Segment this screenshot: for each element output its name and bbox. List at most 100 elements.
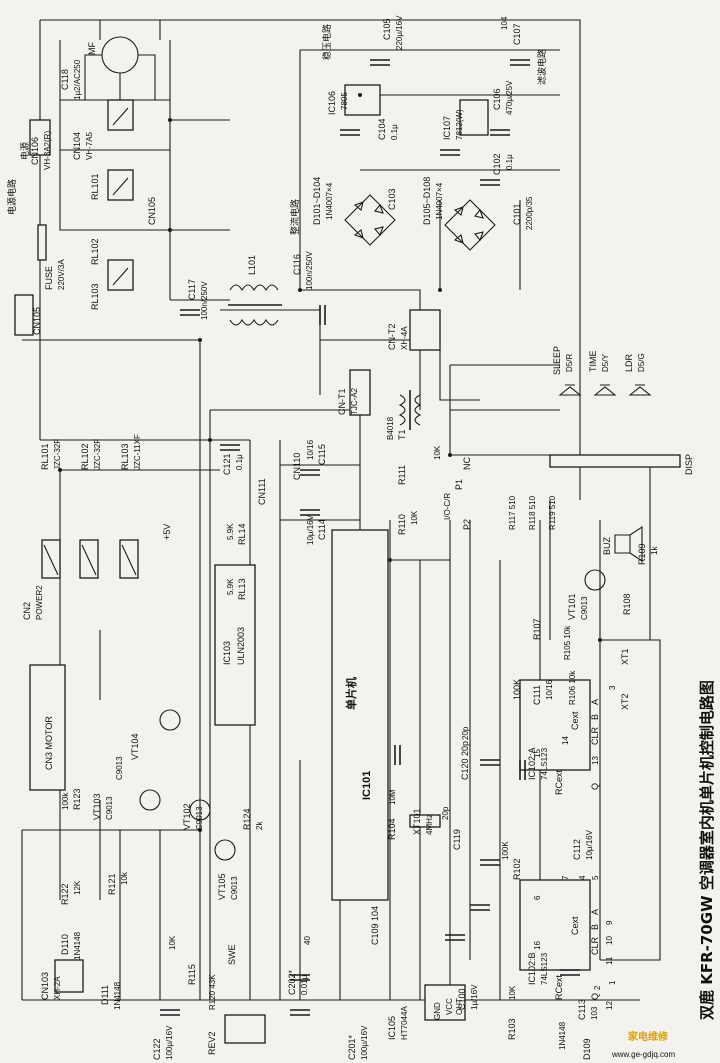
l101-label: L101 [247,255,257,275]
vt102-label: VT102 [182,803,192,830]
cn106-part: VH-3A2(R) [43,131,52,170]
ic102a-q: Q [590,783,600,790]
xt101-label: XT101 [412,808,422,835]
ic102b-part: 74LS123 [540,952,549,985]
r13-label: RL13 [237,578,247,600]
ic102a-cext: Cext [570,711,580,730]
r104-label: R104 [387,818,397,840]
c113-value: 103 [590,1006,599,1020]
c107-value: 104 [500,16,509,30]
cn104-label: CN104 [72,132,82,160]
cn105-label-a: CN105 [147,197,157,225]
relay-contacts [14,99,134,336]
ic102a-a: A [590,699,600,705]
c119-value: 20p [441,806,450,820]
r117-label: R117 510 [508,495,517,530]
fuse-value: 220V/3A [57,259,66,290]
r110-value: 10K [410,510,419,525]
ic102b-pin9: 9 [605,920,614,925]
ic105-out: OUT [455,998,464,1015]
rl101s-value: JZC-32F [53,439,62,470]
ic101-mcu [331,529,389,901]
cn105-label-b: CN105 [32,307,42,335]
ic102a-clr: CLR [590,726,600,745]
c201-value: 100μ/16V [360,1025,369,1060]
section-power: 电源 [19,142,30,160]
r115-label: R115 [187,964,197,985]
inductor-l101 [228,284,282,326]
vt101-label: VT101 [567,593,577,620]
c105-value: 220μ/16V [395,15,404,50]
r123-value: 100k [61,792,70,810]
c114-label: C114 [317,519,327,540]
r102-value: 100K [501,841,510,860]
ic105-vcc: VCC [445,998,454,1015]
t1-label: T1 [397,429,407,440]
c109-label: C109 104 [370,906,380,945]
page-title: 双鹿 KFR-70GW 空调器室内机单片机控制电路图 [698,680,716,1020]
ic103-uln2003 [214,564,256,726]
ldr-value: D5/G [637,353,646,372]
relay-coils [41,539,139,579]
sleep-value: D5/R [565,354,574,372]
ic102a-part: 74LS123 [540,747,549,780]
ic102b-b: B [590,924,600,930]
ic102b-pin4: 4 [578,875,587,880]
ic101-label: IC101 [361,771,373,800]
c115-label: C115 [317,444,327,465]
xt1-label: XT1 [620,648,630,665]
r100-label: 100K [512,679,522,700]
disp-label: DISP [684,454,694,475]
c100-value: 1μ/16V [470,984,479,1010]
vcc5-label: +5V [162,524,172,540]
ic102a-rcext: RCext [554,769,564,795]
p2-label: P2 [462,519,472,530]
r109-value: 1k [650,546,659,555]
ic103-label: IC103 [222,641,232,665]
ic107-regulator [459,99,489,136]
fuse [37,224,47,261]
p1-label: P1 [454,479,464,490]
d105-label: D105~D108 [422,177,432,225]
cn103-part: XH-2A [53,976,62,1000]
cn-t1-connector [349,369,371,416]
ic102b-q: Q [590,993,600,1000]
c120-label: C120 20p [460,741,470,780]
c101-label: C101 [512,203,522,225]
c105-label: C105 [382,18,392,40]
r13-value: 5.9K [226,578,235,595]
ic102a-label: IC102:A [527,747,537,780]
c202-label: C202* [287,969,297,995]
r123-label: R123 [72,788,82,810]
vt103-label: VT103 [92,793,102,820]
c100-label: C100 [457,988,467,1010]
vt105-value: C9013 [230,876,239,900]
ic102b-pin5: 5 [591,875,600,880]
c106-label: C106 [492,88,502,110]
c118-value: 1μ2/AC250 [73,59,82,100]
vt105-label: VT105 [217,873,227,900]
swe-label: SWE [227,944,237,965]
c102-label: C102 [492,153,502,175]
xt2-label: XT2 [620,693,630,710]
buz-label: BUZ [602,536,612,555]
r121-value: 10k [120,871,129,885]
rl102s-label: RL102 [80,443,90,470]
ic105-label: IC105 [387,1016,397,1040]
ic102a-pin13: 13 [591,756,600,765]
ic102b-pin12: 12 [605,1001,614,1010]
vt101-value: C9013 [580,596,589,620]
c112-label: C112 [572,839,582,860]
ic105-gnd: GND [433,1002,442,1020]
d111-label: D111 [100,985,110,1005]
time-label: TIME [588,351,598,373]
r124-label: R124 [242,808,252,830]
rev2-relay [224,1014,266,1044]
crystal-xt101 [409,814,441,828]
cn103-connector [54,959,84,993]
r122-label: R122 [60,883,70,905]
r110-label: R110 [397,514,407,535]
c120-value: 20p [461,726,470,740]
c122-label: C122 [152,1038,162,1060]
section-filter: 滤波电路 [536,49,547,85]
